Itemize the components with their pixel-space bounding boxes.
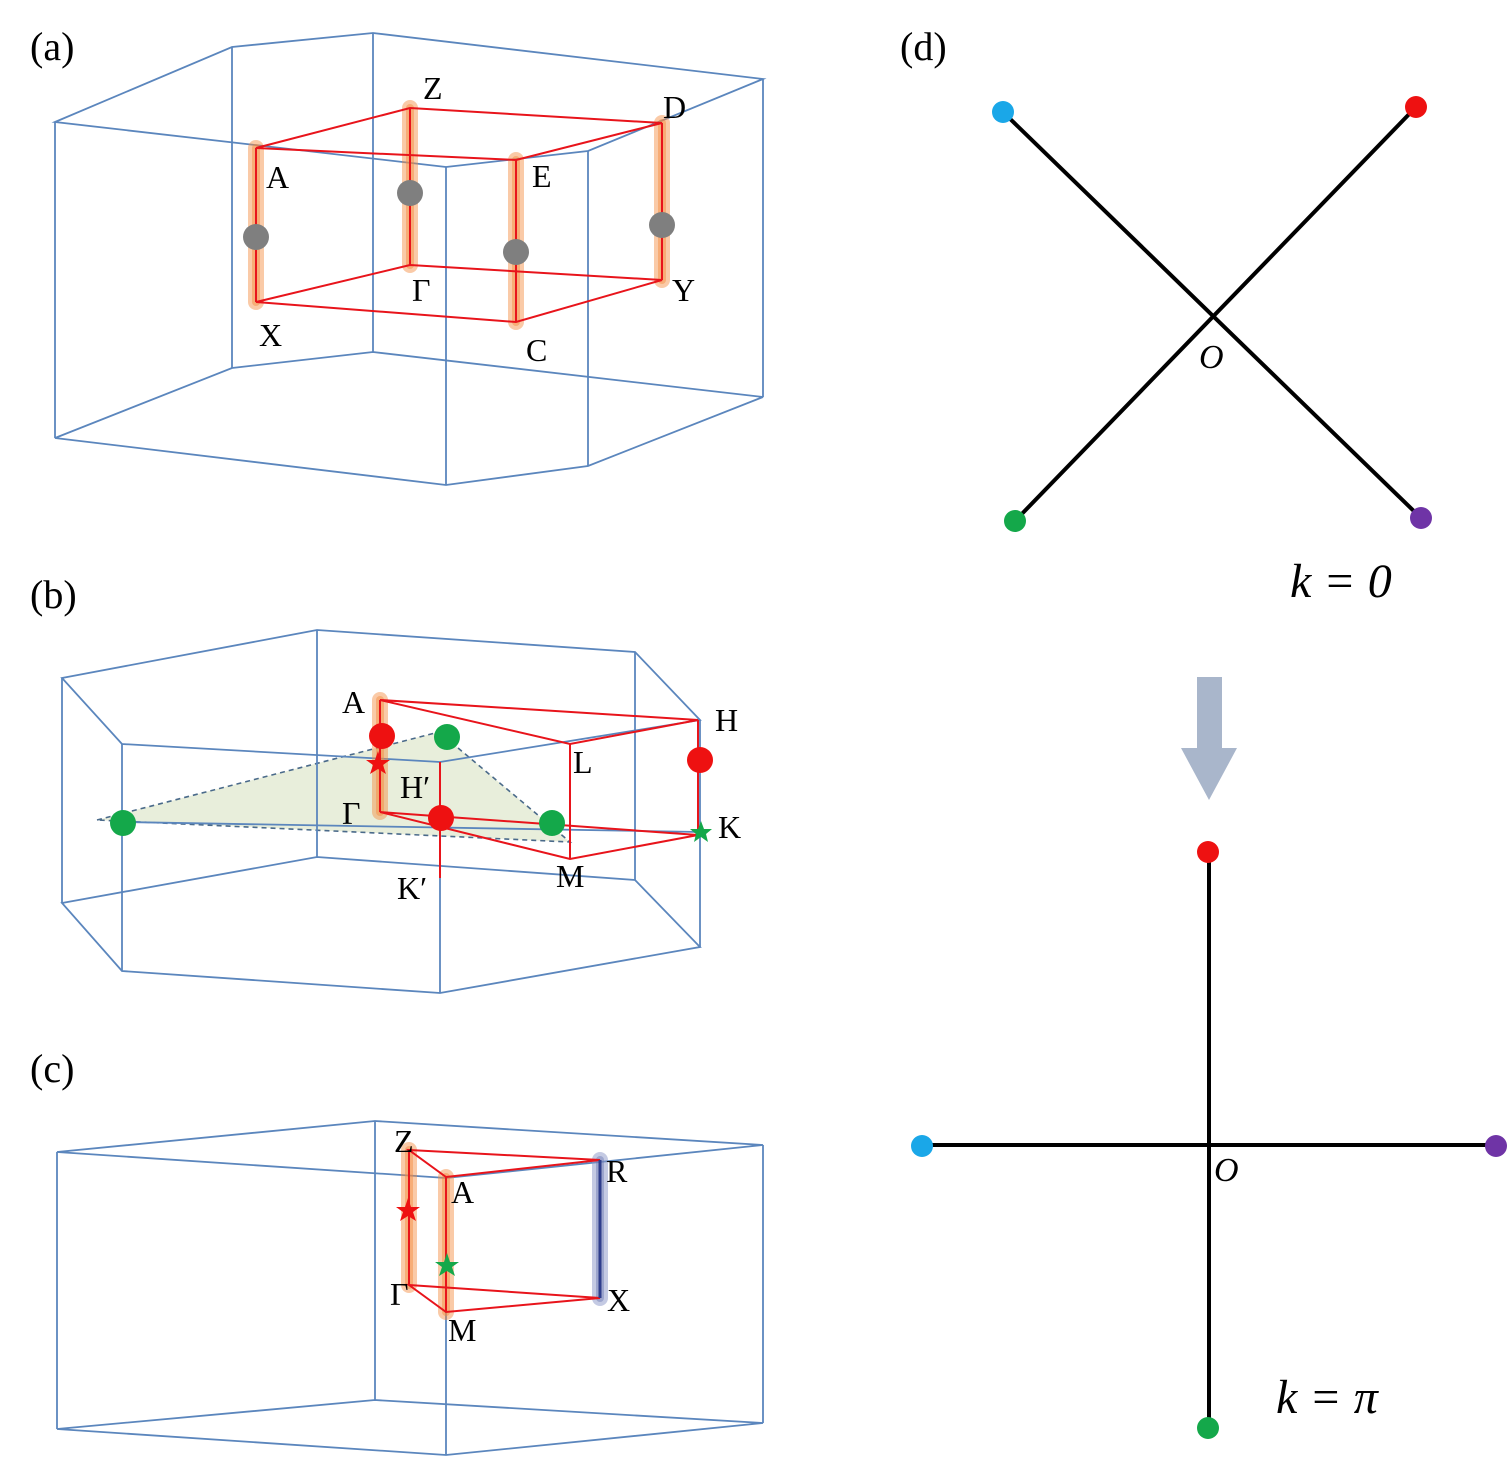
label-a-A: A [266, 159, 289, 195]
panel-d: (d) O k = 0 O k = π [900, 24, 1507, 1439]
node-b-red [428, 805, 454, 831]
label-a-X: X [259, 317, 282, 353]
panel-d-label: (d) [900, 24, 947, 69]
label-a-Y: Y [672, 272, 695, 308]
label-a-E: E [532, 158, 552, 194]
node-d-blue [992, 101, 1014, 123]
panel-c-label: (c) [30, 1046, 74, 1091]
panel-a-high-symmetry-path [255, 106, 663, 324]
node-d-green [1197, 1417, 1219, 1439]
label-c-Gamma: Γ [390, 1276, 409, 1312]
star-b-red [366, 751, 390, 774]
node-a-gray [649, 212, 675, 238]
path-c-top [405, 1148, 601, 1179]
label-a-D: D [663, 89, 686, 125]
branch-line [1013, 105, 1418, 523]
k-label-top: k = 0 [1290, 555, 1392, 608]
node-d-purple [1410, 507, 1432, 529]
origin-label-bottom: O [1214, 1152, 1239, 1189]
panel-c-high-symmetry-path [405, 1148, 602, 1314]
panel-c: (c) Z R A Γ X [30, 1046, 764, 1456]
label-c-R: R [606, 1153, 628, 1189]
label-b-L: L [573, 744, 593, 780]
label-c-Z: Z [394, 1123, 414, 1159]
node-b-red [369, 723, 395, 749]
label-c-X: X [607, 1282, 630, 1318]
panel-a-nodal-lines [248, 100, 670, 330]
label-b-M: M [556, 858, 584, 894]
path-a-bottom [255, 263, 663, 324]
label-c-A: A [451, 1174, 474, 1210]
label-a-Gamma: Γ [412, 272, 431, 308]
path-c-bottom [405, 1283, 601, 1314]
node-b-green [539, 810, 565, 836]
node-d-red [1405, 96, 1427, 118]
label-b-H: H [715, 702, 738, 738]
label-a-Z: Z [423, 70, 443, 106]
node-d-green [1004, 510, 1026, 532]
node-b-green [434, 724, 460, 750]
node-a-gray [243, 224, 269, 250]
panel-b: (b) [30, 572, 741, 994]
path-b-bottom [379, 811, 699, 861]
node-d-red [1197, 841, 1219, 863]
k-label-bottom: k = π [1276, 1371, 1380, 1424]
node-a-gray [503, 239, 529, 265]
node-d-purple [1485, 1135, 1507, 1157]
path-b-top [379, 699, 699, 746]
star-c-red [396, 1198, 420, 1221]
bz-a-bottom-face [54, 351, 764, 486]
label-b-K: K [718, 809, 741, 845]
down-arrow-icon [1181, 677, 1237, 800]
bz-b-bottom-face [60, 856, 702, 994]
bz-c-bottom-face [56, 1399, 764, 1456]
panel-a: (a) [30, 24, 767, 486]
origin-label-top: O [1199, 339, 1224, 376]
node-b-green [110, 810, 136, 836]
label-b-Hprime: H′ [400, 769, 430, 805]
star-c-green [435, 1253, 459, 1276]
panel-d-top-crossing: O k = 0 [992, 96, 1432, 608]
node-b-red [687, 747, 713, 773]
label-c-M: M [448, 1312, 476, 1348]
panel-b-label: (b) [30, 572, 77, 617]
panel-a-label: (a) [30, 24, 74, 69]
label-b-Kprime: K′ [397, 870, 427, 906]
label-b-A: A [342, 684, 365, 720]
node-a-gray [397, 180, 423, 206]
star-b-green [690, 821, 712, 842]
node-d-blue [911, 1135, 933, 1157]
panel-a-brillouin-zone [51, 32, 767, 486]
label-b-Gamma: Γ [342, 795, 361, 831]
label-a-C: C [526, 332, 547, 368]
panel-d-bottom-crossing: O k = π [911, 841, 1507, 1439]
bz-b-midline [121, 821, 701, 833]
